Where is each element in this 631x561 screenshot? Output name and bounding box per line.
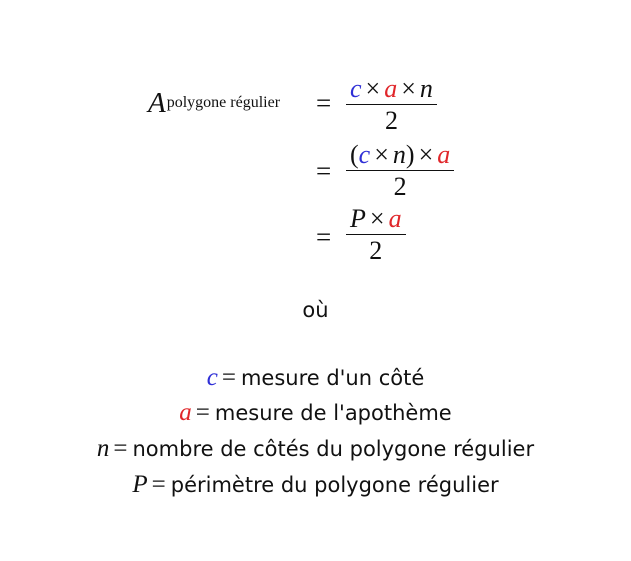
var-P: P	[350, 204, 366, 233]
equals-sign-2: =	[316, 156, 332, 186]
times-sign: ×	[418, 140, 434, 169]
definition-text: mesure de l'apothème	[214, 401, 452, 425]
fraction-1-numerator: c×a×n	[346, 74, 437, 104]
definition-text: mesure d'un côté	[240, 366, 425, 390]
fraction-1-bar	[346, 104, 437, 105]
var-c: c	[358, 140, 371, 169]
fraction-2-denominator: 2	[393, 172, 407, 201]
connector-text: où	[302, 298, 329, 322]
equals-sign-3: =	[316, 222, 332, 252]
definition-equals: =	[221, 364, 236, 391]
var-n: n	[419, 74, 433, 103]
definition-equals: =	[113, 435, 128, 462]
fraction-3-numerator: P×a	[346, 204, 406, 234]
fraction-3-denominator: 2	[369, 236, 383, 265]
fraction-2-numerator: (c×n)×a	[346, 140, 454, 170]
fraction-3: P×a 2	[346, 204, 406, 267]
area-letter: A	[148, 86, 166, 119]
definition-P: P=périmètre du polygone régulier	[0, 471, 631, 499]
times-sign: ×	[374, 140, 389, 169]
definition-symbol: n	[96, 435, 110, 462]
fraction-2-bar	[346, 170, 455, 171]
fraction-3-bar	[346, 234, 406, 235]
var-c: c	[350, 74, 362, 103]
var-a: a	[437, 140, 451, 169]
definition-text: nombre de côtés du polygone régulier	[132, 437, 535, 461]
equals-sign-1: =	[316, 88, 332, 118]
area-subscript: polygone régulier	[166, 94, 281, 111]
definition-c: c=mesure d'un côté	[0, 364, 631, 392]
var-a: a	[388, 204, 402, 233]
times-sign: ×	[401, 74, 416, 103]
open-paren: (	[350, 140, 359, 169]
definition-symbol: a	[179, 399, 192, 426]
times-sign: ×	[369, 204, 385, 233]
definition-a: a=mesure de l'apothème	[0, 399, 631, 427]
var-n: n	[392, 140, 406, 169]
var-a: a	[384, 74, 398, 103]
definition-n: n=nombre de côtés du polygone régulier	[0, 435, 631, 463]
definition-equals: =	[195, 399, 210, 426]
fraction-1-denominator: 2	[384, 106, 398, 135]
definition-text: périmètre du polygone régulier	[170, 473, 499, 497]
definition-symbol: c	[206, 364, 218, 391]
times-sign: ×	[365, 74, 381, 103]
definition-equals: =	[151, 471, 166, 498]
fraction-1: c×a×n 2	[346, 74, 437, 137]
close-paren: )	[405, 140, 415, 169]
fraction-2: (c×n)×a 2	[346, 140, 455, 203]
definition-symbol: P	[132, 471, 148, 498]
